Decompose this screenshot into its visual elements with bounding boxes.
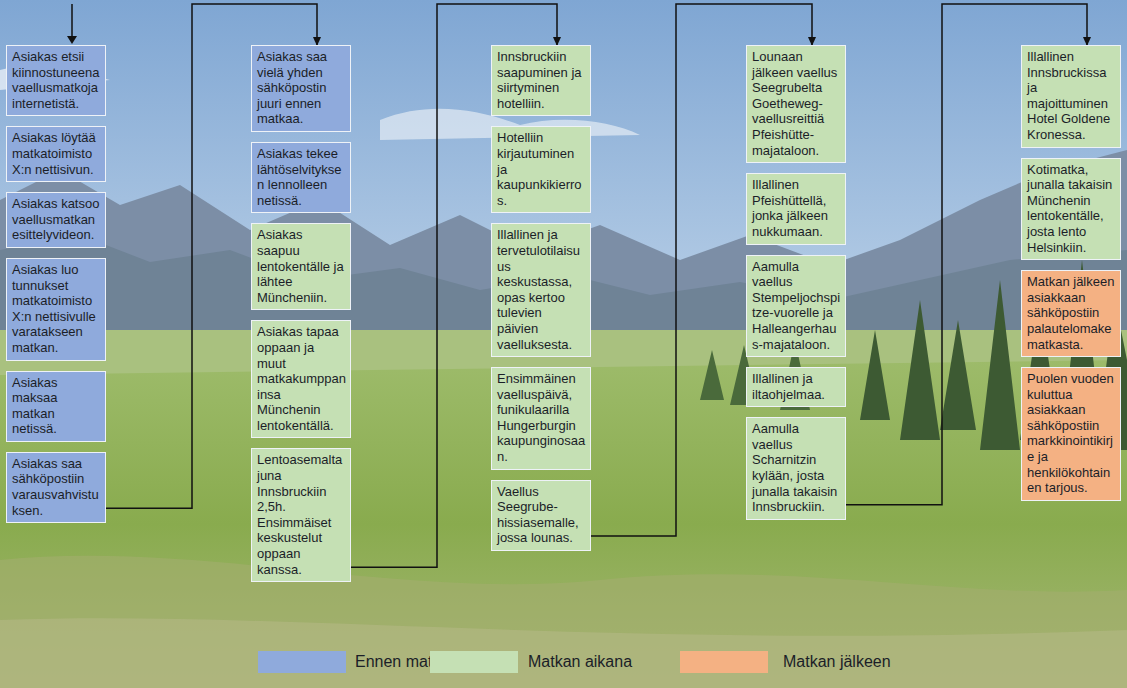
step-text: Asiakas tapaa oppaan ja muut matkakumppa…: [257, 324, 346, 433]
process-box: Asiakas saa sähköpostiin varausvahvistuk…: [6, 452, 106, 523]
process-box: Illallinen Innsbruckissa ja majoittumine…: [1021, 45, 1121, 148]
process-box: Innsbruckiin saapuminen ja siirtyminen h…: [491, 45, 591, 116]
step-text: Asiakas katsoo vaellusmatkan esittelyvid…: [12, 196, 101, 243]
process-box: Asiakas katsoo vaellusmatkan esittelyvid…: [6, 192, 106, 248]
step-text: Hotelliin kirjautuminen ja kaupunkikierr…: [497, 130, 586, 208]
entry-arrowhead: [67, 36, 77, 44]
step-text: Illallinen Innsbruckissa ja majoittumine…: [1027, 49, 1116, 143]
step-text: Ensimmäinen vaelluspäivä, funikulaarilla…: [497, 371, 586, 465]
process-box: Ensimmäinen vaelluspäivä, funikulaarilla…: [491, 367, 591, 470]
step-text: Asiakas luo tunnukset matkatoimisto X:n …: [12, 262, 101, 356]
process-box: Asiakas etsii kiinnostuneena vaellusmatk…: [6, 45, 106, 116]
process-box: Aamulla vaellus Stempeljochspitze-vuorel…: [746, 255, 846, 358]
process-box: Asiakas luo tunnukset matkatoimisto X:n …: [6, 258, 106, 361]
process-box: Asiakas saa vielä yhden sähköpostin juur…: [251, 45, 351, 132]
step-text: Asiakas löytää matkatoimisto X:n nettisi…: [12, 130, 101, 177]
process-box: Asiakas tekee lähtöselvityksen lennollee…: [251, 142, 351, 213]
legend-swatch: [430, 651, 518, 673]
process-box: Illallinen ja tervetulotilaisuus keskust…: [491, 223, 591, 357]
step-text: Illallinen Pfeishüttellä, jonka jälkeen …: [752, 177, 841, 239]
legend-swatch: [258, 651, 346, 673]
process-box: Asiakas saapuu lentokentälle ja lähtee M…: [251, 223, 351, 310]
step-text: Vaellus Seegrube-hissiasemalle, jossa lo…: [497, 484, 586, 546]
step-text: Matkan jälkeen asiakkaan sähköpostiin pa…: [1027, 274, 1116, 352]
process-box: Lentoasemalta juna Innsbruckiin 2,5h. En…: [251, 448, 351, 582]
process-box: Illallinen Pfeishüttellä, jonka jälkeen …: [746, 173, 846, 244]
step-text: Illallinen ja tervetulotilaisuus keskust…: [497, 227, 586, 352]
step-text: Asiakas etsii kiinnostuneena vaellusmatk…: [12, 49, 101, 111]
step-text: Asiakas saa vielä yhden sähköpostin juur…: [257, 49, 346, 127]
process-box: Asiakas tapaa oppaan ja muut matkakumppa…: [251, 320, 351, 438]
step-text: Asiakas maksaa matkan netissä.: [12, 375, 101, 437]
process-box: Kotimatka, junalla takaisin Münchenin le…: [1021, 158, 1121, 261]
process-box: Asiakas maksaa matkan netissä.: [6, 371, 106, 442]
process-box: Hotelliin kirjautuminen ja kaupunkikierr…: [491, 126, 591, 213]
step-text: Illallinen ja iltaohjelmaa.: [752, 371, 841, 402]
step-text: Puolen vuoden kuluttua asiakkaan sähköpo…: [1027, 371, 1116, 496]
process-box: Aamulla vaellus Scharnitzin kylään, jost…: [746, 417, 846, 520]
legend-label: Matkan jälkeen: [783, 651, 891, 673]
step-text: Aamulla vaellus Stempeljochspitze-vuorel…: [752, 259, 841, 353]
step-text: Lounaan jälkeen vaellus Seegrubelta Goet…: [752, 49, 841, 158]
process-box: Asiakas löytää matkatoimisto X:n nettisi…: [6, 126, 106, 182]
process-box: Vaellus Seegrube-hissiasemalle, jossa lo…: [491, 480, 591, 551]
step-text: Asiakas saa sähköpostiin varausvahvistuk…: [12, 456, 101, 518]
entry-arrow: [71, 4, 73, 37]
process-box: Illallinen ja iltaohjelmaa.: [746, 367, 846, 407]
step-text: Kotimatka, junalla takaisin Münchenin le…: [1027, 162, 1116, 256]
process-box: Lounaan jälkeen vaellus Seegrubelta Goet…: [746, 45, 846, 163]
step-text: Aamulla vaellus Scharnitzin kylään, jost…: [752, 421, 841, 515]
step-text: Innsbruckiin saapuminen ja siirtyminen h…: [497, 49, 586, 111]
step-text: Lentoasemalta juna Innsbruckiin 2,5h. En…: [257, 452, 346, 577]
legend-swatch: [680, 651, 768, 673]
legend-label: Matkan aikana: [528, 651, 632, 673]
step-text: Asiakas saapuu lentokentälle ja lähtee M…: [257, 227, 346, 305]
process-box: Puolen vuoden kuluttua asiakkaan sähköpo…: [1021, 367, 1121, 501]
step-text: Asiakas tekee lähtöselvityksen lennollee…: [257, 146, 346, 208]
process-box: Matkan jälkeen asiakkaan sähköpostiin pa…: [1021, 270, 1121, 357]
